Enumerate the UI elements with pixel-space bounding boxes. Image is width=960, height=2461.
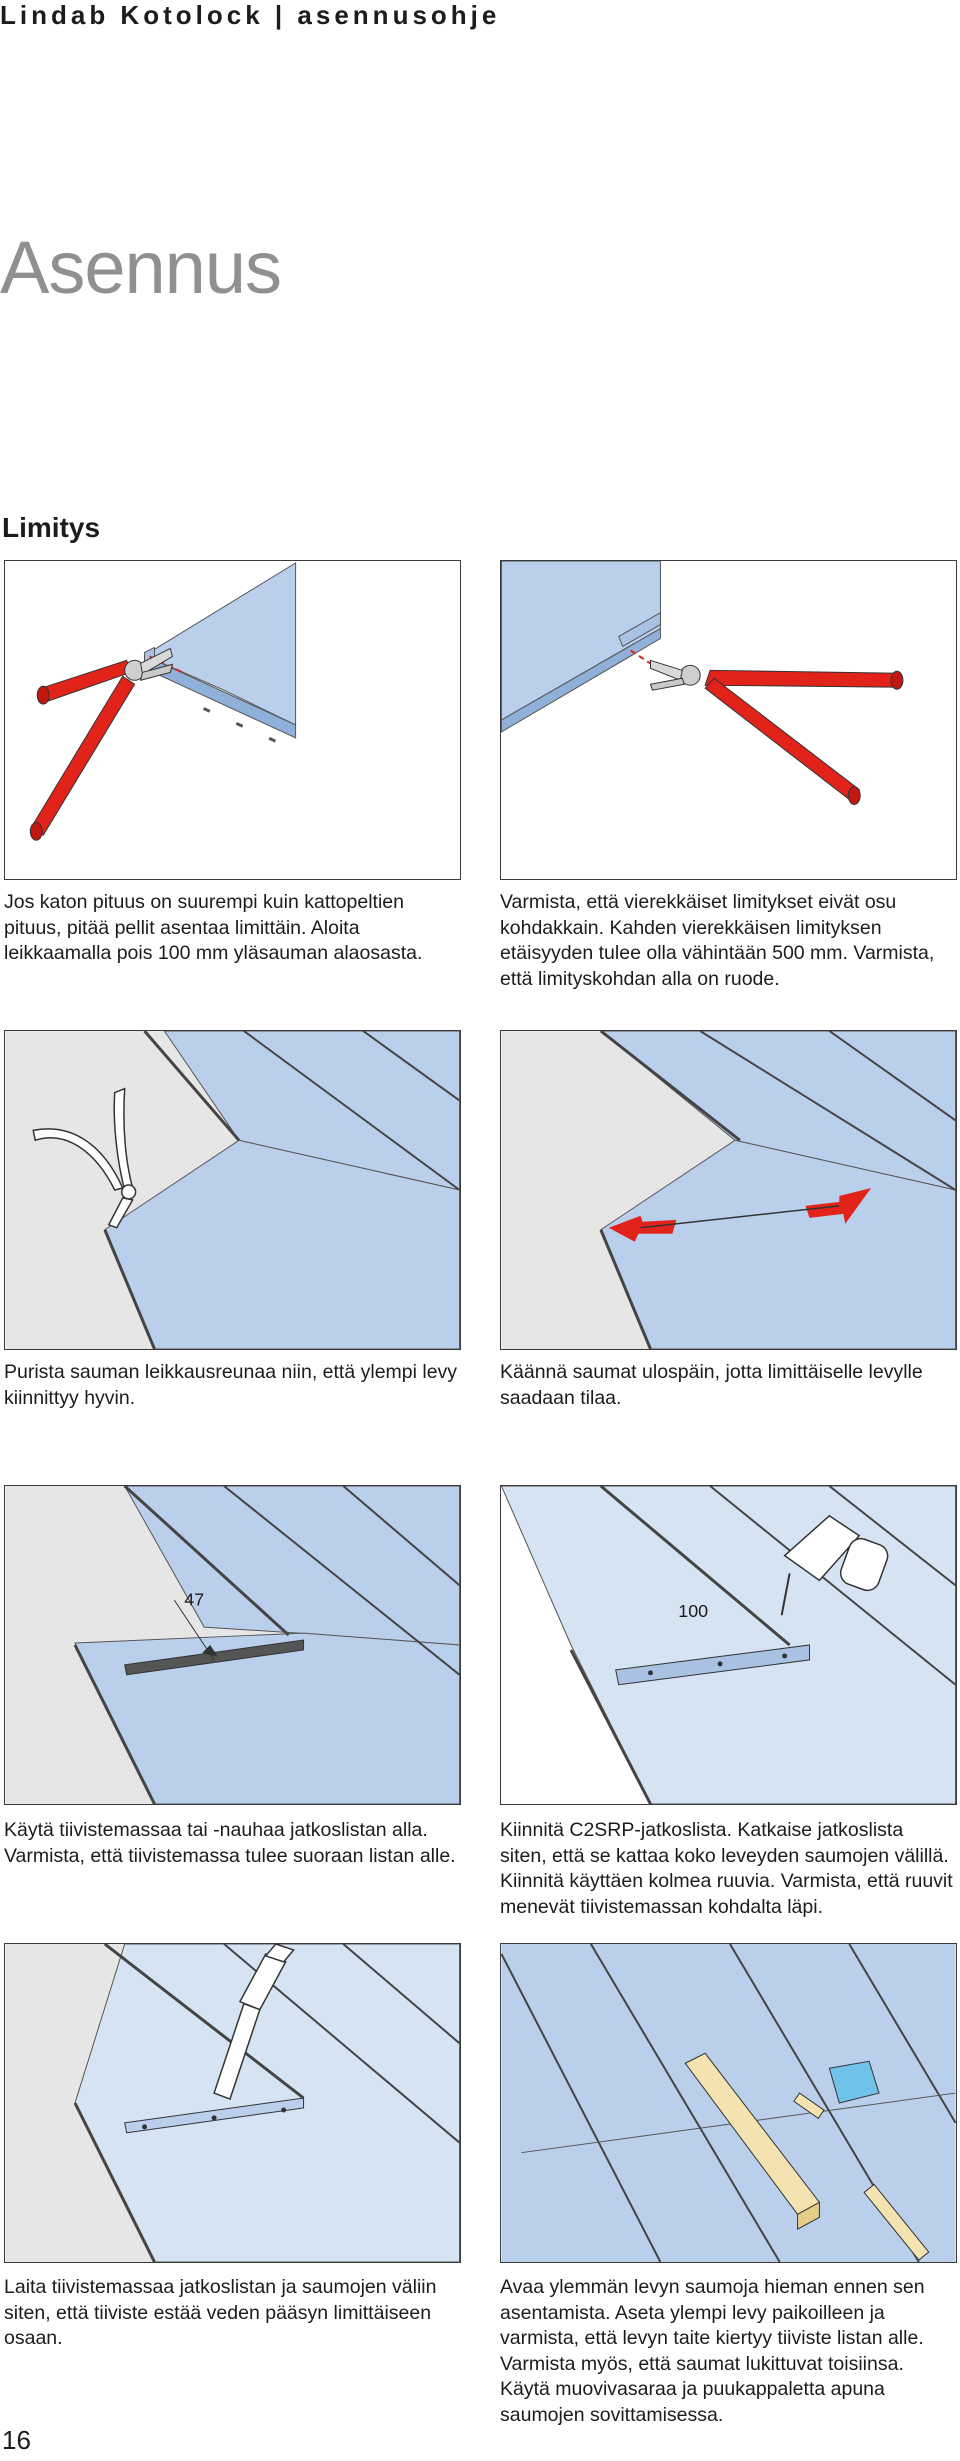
figure-sealant-tape: 47 (4, 1485, 461, 1805)
figure-staggered-overlap (500, 560, 957, 880)
red-shears-icon (649, 659, 904, 805)
illustration-staggered-overlap (501, 561, 904, 805)
caption-step-2: Varmista, että vierekkäiset limitykset e… (500, 891, 935, 990)
illustration-press-seam (5, 1031, 460, 1349)
illustration-turn-seams (501, 1031, 956, 1349)
header-subtitle: asennusohje (297, 0, 501, 30)
figure-turn-seams (500, 1030, 957, 1350)
figure-press-seam (4, 1030, 461, 1350)
figure-fasten-strip: 100 (500, 1485, 957, 1805)
pliers-icon (32, 1087, 137, 1229)
illustration-hammer (501, 1944, 956, 2262)
caption-step-8: Avaa ylemmän levyn saumoja hieman ennen … (500, 2276, 925, 2426)
figure-cut-seam (4, 560, 461, 880)
mallet-icon (793, 2060, 930, 2261)
brand-name: Lindab Kotolock (0, 0, 264, 30)
illustration-fasten-strip: 100 (501, 1486, 956, 1804)
caption-step-7: Laita tiivistemassaa jatkoslistan ja sau… (4, 2276, 437, 2349)
dimension-47-label: 47 (184, 1589, 204, 1609)
caption-step-4: Käännä saumat ulospäin, jotta limittäise… (500, 1361, 923, 1409)
caulking-gun-icon (213, 1944, 295, 2100)
figure-caulking (4, 1943, 461, 2263)
red-arrow-icon (608, 1188, 872, 1242)
header-separator: | (274, 0, 287, 30)
section-heading: Limitys (2, 512, 101, 543)
figure-hammer (500, 1943, 957, 2263)
dimension-100-label: 100 (678, 1601, 708, 1621)
illustration-sealant-tape: 47 (5, 1486, 460, 1804)
caption-step-6: Kiinnitä C2SRP-jatkoslista. Katkaise jat… (500, 1819, 953, 1918)
caption-step-3: Purista sauman leikkausreunaa niin, että… (4, 1361, 458, 1409)
drill-icon (780, 1514, 889, 1616)
illustration-cut-seam (29, 562, 297, 841)
wood-block-icon (684, 2052, 821, 2231)
illustration-caulking (5, 1944, 460, 2262)
page-number: 16 (2, 2425, 31, 2455)
document-header: Lindab Kotolock | asennusohje (0, 0, 500, 31)
caption-step-1: Jos katon pituus on suurempi kuin kattop… (4, 891, 423, 964)
red-shears-icon (29, 647, 174, 841)
caption-step-5: Käytä tiivistemassaa tai -nauhaa jatkosl… (4, 1819, 456, 1867)
page-title: Asennus (0, 226, 282, 309)
